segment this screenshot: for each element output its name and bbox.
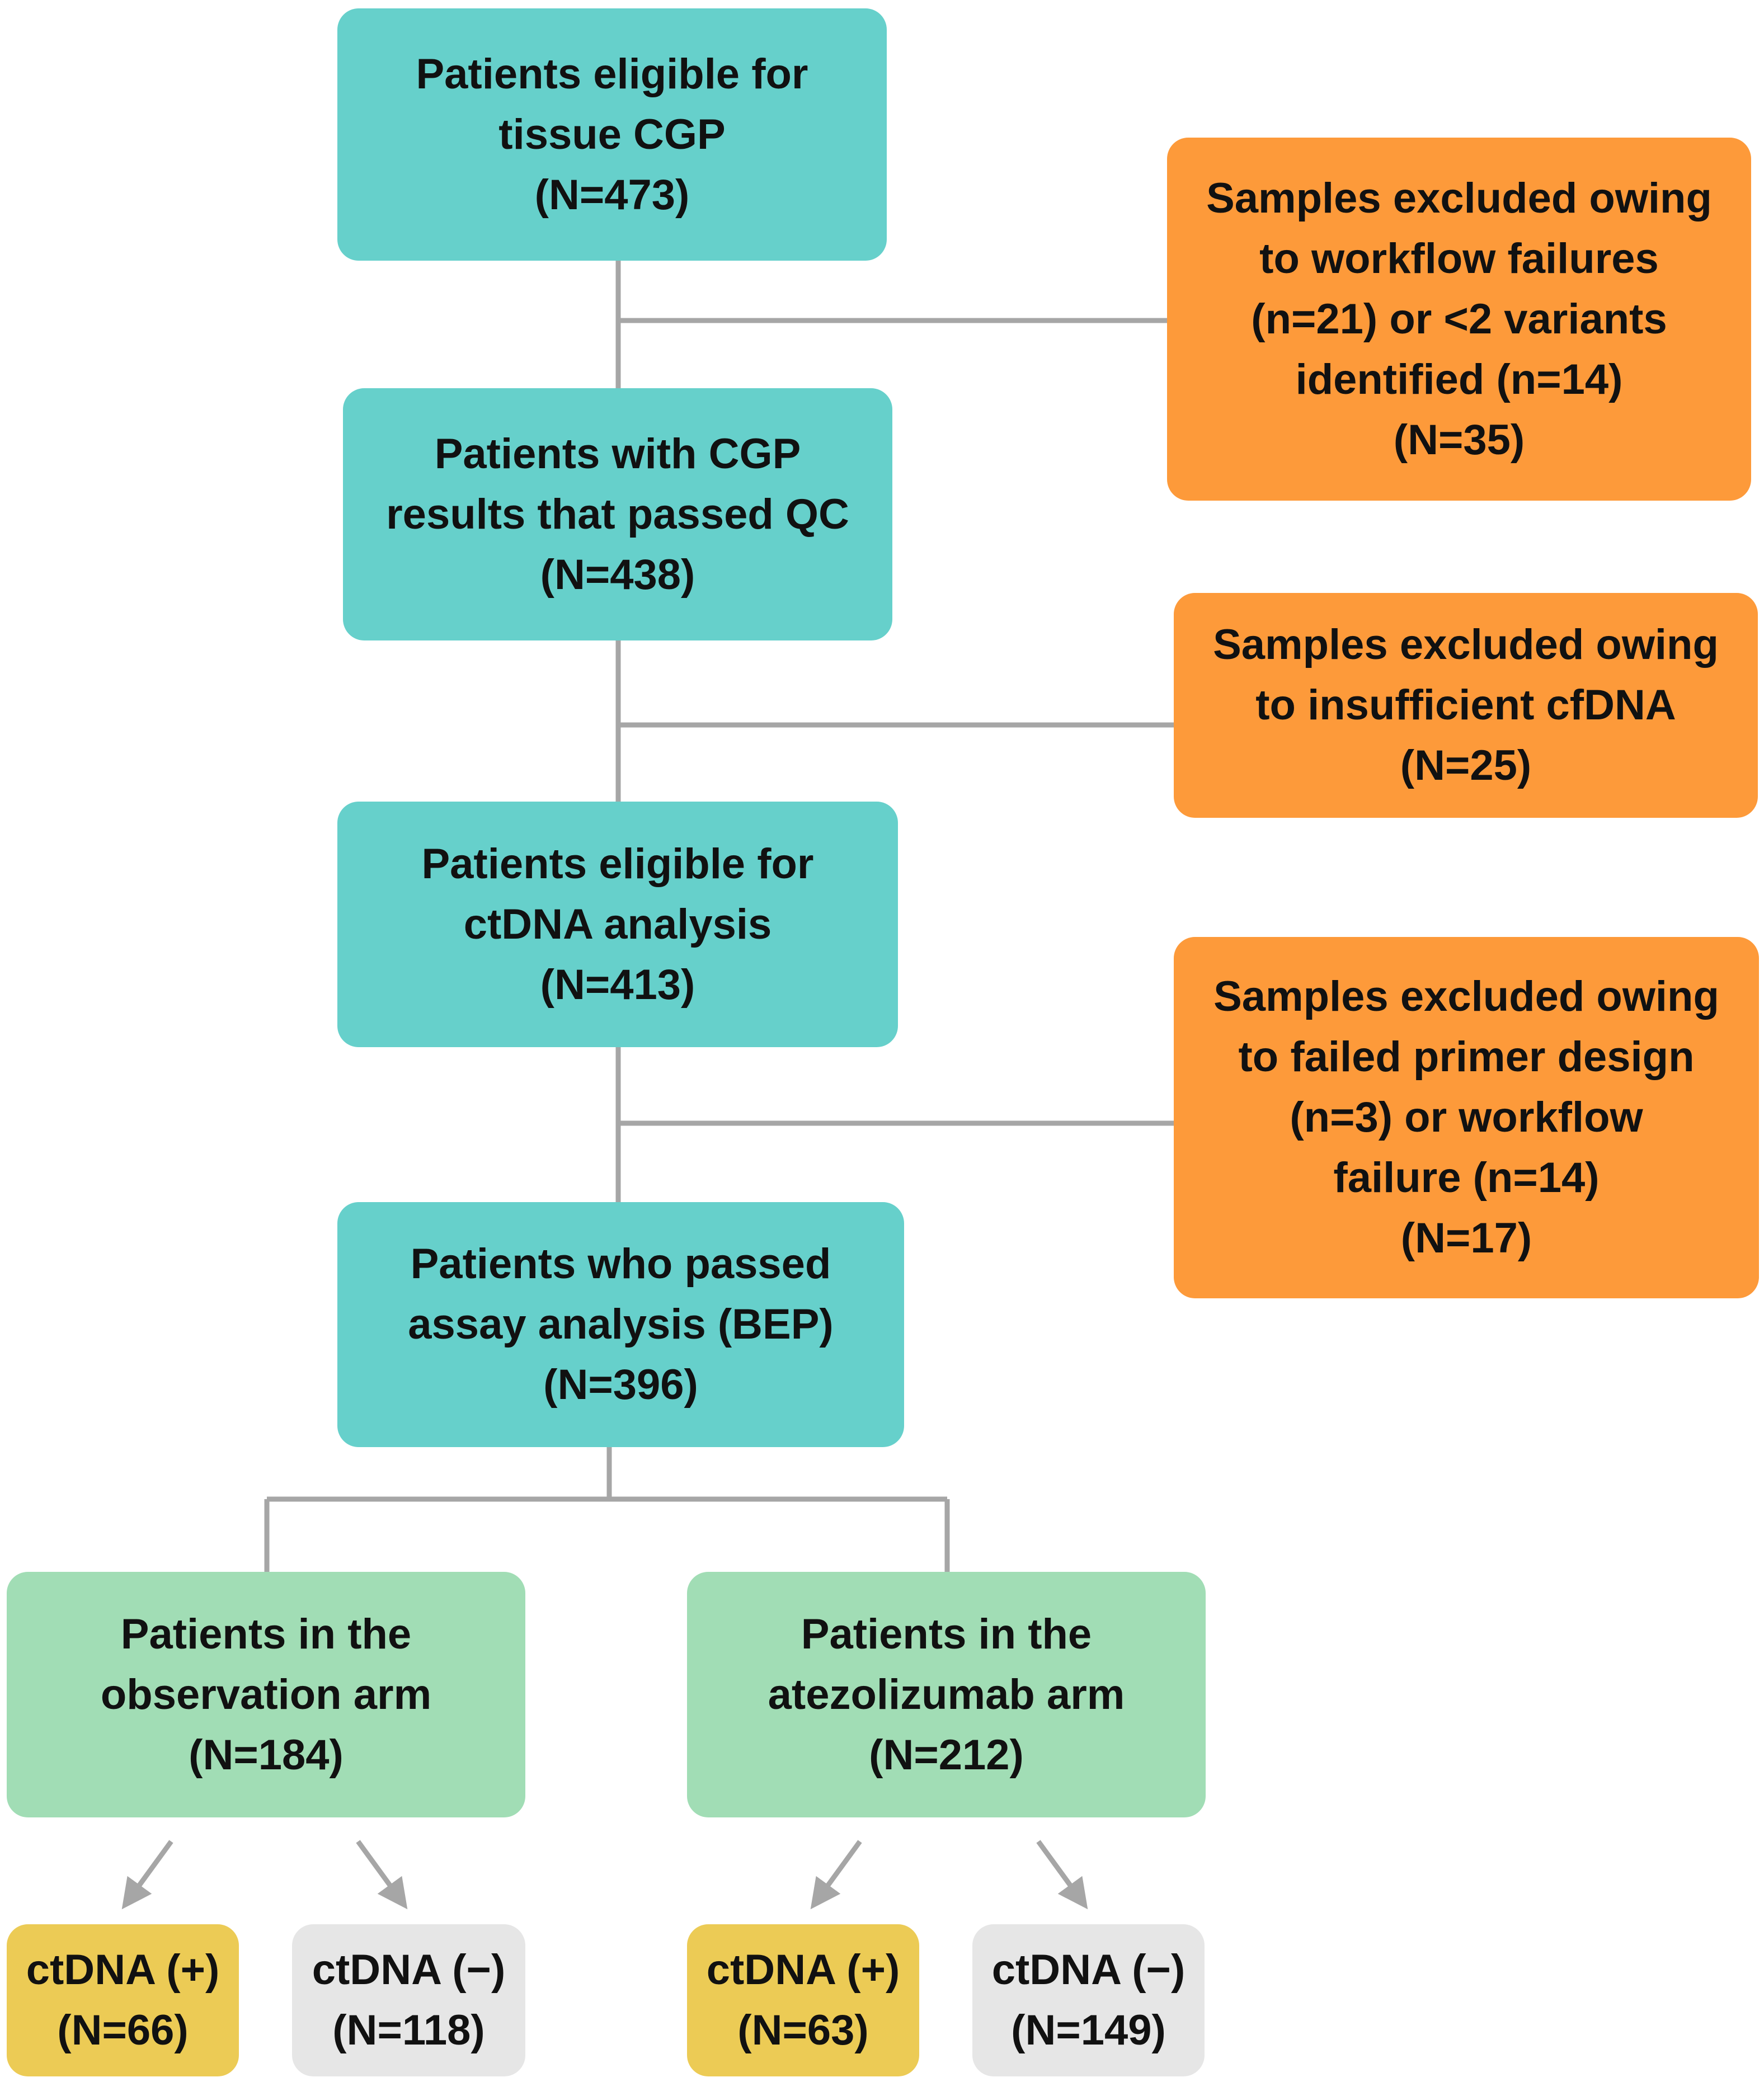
arrow-observation-negative: [356, 1840, 408, 1910]
box-observation-ctdna-negative: ctDNA (−) (N=118): [292, 1924, 525, 2076]
arrow-atezolizumab-negative: [1036, 1840, 1088, 1910]
box-observation-arm: Patients in the observation arm (N=184): [7, 1572, 525, 1817]
box-line: Samples excluded owing: [1213, 621, 1719, 668]
box-line: tissue CGP: [498, 110, 726, 158]
box-excluded-insufficient-cfdna: Samples excluded owing to insufficient c…: [1174, 593, 1758, 818]
box-line: (N=63): [737, 2006, 869, 2054]
box-line: (N=396): [543, 1361, 698, 1409]
box-line: (N=25): [1400, 742, 1532, 789]
box-line: Patients eligible for: [416, 50, 808, 98]
box-line: (N=413): [540, 960, 695, 1009]
box-line: to failed primer design: [1238, 1033, 1695, 1081]
box-eligible-tissue-cgp: Patients eligible for tissue CGP (N=473): [337, 8, 887, 261]
box-line: (N=473): [534, 171, 690, 219]
arrow-observation-positive: [121, 1840, 173, 1910]
box-line: (n=21) or <2 variants: [1251, 295, 1667, 343]
box-excluded-primer-workflow: Samples excluded owing to failed primer …: [1174, 937, 1759, 1298]
box-atezolizumab-arm: Patients in the atezolizumab arm (N=212): [687, 1572, 1206, 1817]
box-line: Samples excluded owing: [1213, 973, 1719, 1020]
box-line: (n=3) or workflow: [1290, 1094, 1643, 1141]
box-line: (N=212): [869, 1731, 1024, 1779]
box-line: (N=118): [332, 2006, 485, 2054]
box-line: (N=66): [57, 2006, 189, 2054]
box-line: Samples excluded owing: [1206, 174, 1712, 222]
box-line: identified (n=14): [1295, 355, 1623, 403]
box-line: Patients in the: [801, 1610, 1092, 1658]
box-line: (N=149): [1011, 2006, 1166, 2054]
box-passed-assay-bep: Patients who passed assay analysis (BEP)…: [337, 1202, 904, 1447]
box-observation-ctdna-positive: ctDNA (+) (N=66): [7, 1924, 239, 2076]
box-line: (N=438): [540, 550, 695, 599]
box-line: (N=35): [1393, 416, 1525, 464]
box-line: ctDNA (+): [26, 1946, 220, 1994]
box-line: (N=17): [1400, 1214, 1532, 1262]
box-eligible-ctdna-analysis: Patients eligible for ctDNA analysis (N=…: [337, 802, 898, 1047]
box-cgp-passed-qc: Patients with CGP results that passed QC…: [343, 388, 892, 640]
box-line: Patients in the: [120, 1610, 412, 1658]
box-line: ctDNA analysis: [463, 900, 772, 948]
box-line: atezolizumab arm: [768, 1670, 1125, 1718]
box-atezolizumab-ctdna-negative: ctDNA (−) (N=149): [972, 1924, 1205, 2076]
box-line: Patients who passed: [410, 1240, 831, 1288]
box-line: failure (n=14): [1333, 1154, 1600, 1202]
box-atezolizumab-ctdna-positive: ctDNA (+) (N=63): [687, 1924, 919, 2076]
box-line: ctDNA (−): [312, 1946, 506, 1994]
box-line: to workflow failures: [1259, 234, 1659, 282]
box-line: to insufficient cfDNA: [1255, 681, 1676, 729]
box-line: ctDNA (+): [706, 1946, 900, 1994]
box-line: results that passed QC: [386, 490, 849, 538]
box-line: Patients eligible for: [421, 840, 814, 888]
box-excluded-workflow-variants: Samples excluded owing to workflow failu…: [1167, 138, 1751, 501]
box-line: (N=184): [189, 1731, 344, 1779]
box-line: observation arm: [100, 1670, 432, 1718]
box-line: Patients with CGP: [434, 430, 801, 478]
box-line: assay analysis (BEP): [408, 1301, 834, 1348]
arrow-atezolizumab-positive: [810, 1840, 862, 1910]
box-line: ctDNA (−): [991, 1946, 1186, 1994]
